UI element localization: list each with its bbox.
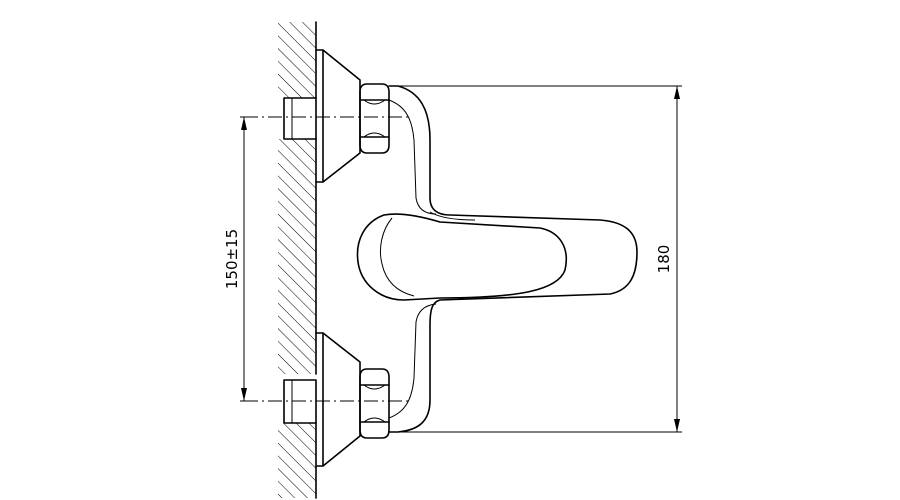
lever-handle <box>356 213 567 301</box>
mixer-body <box>388 85 638 433</box>
body-height-dimension: 180 <box>389 85 682 433</box>
upper-hex-nut <box>359 83 390 154</box>
lower-inlet-pipe <box>283 379 317 424</box>
inlet-spacing-label: 150±15 <box>223 229 241 289</box>
lower-escutcheon <box>315 332 361 467</box>
wall-section <box>278 21 317 499</box>
upper-escutcheon <box>315 49 361 183</box>
upper-inlet-pipe <box>283 97 317 140</box>
lower-hex-nut <box>359 368 390 439</box>
body-height-label: 180 <box>655 245 673 274</box>
centerlines <box>244 116 410 402</box>
inlet-spacing-dimension: 150±15 <box>223 116 252 402</box>
